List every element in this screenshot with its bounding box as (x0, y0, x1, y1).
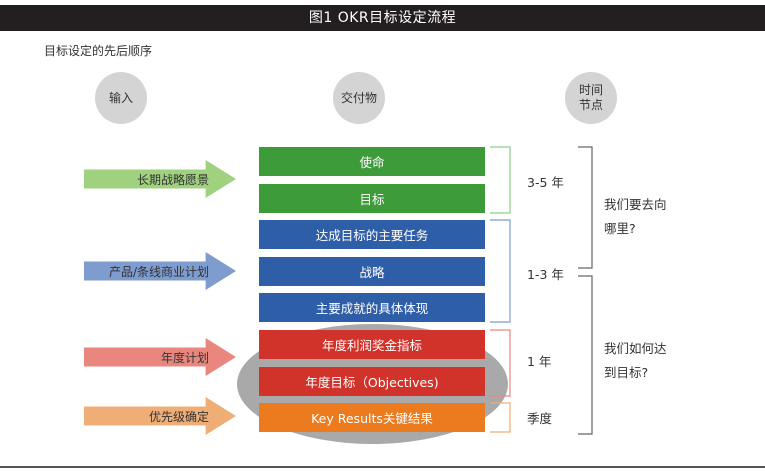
time-header-circle: 时间 节点 (565, 72, 617, 124)
input-header-circle: 输入 (95, 72, 147, 124)
deliverable-label: 使命 (359, 155, 385, 170)
deliverable-goal: 目标 (259, 184, 485, 213)
deliverable-label: 战略 (359, 265, 385, 280)
bracket-quarter (490, 402, 511, 433)
timeframe-1-year: 1 年 (527, 354, 552, 369)
timeframe-3-5-years: 3-5 年 (527, 175, 564, 190)
deliverable-achievements: 主要成就的具体体现 (259, 293, 485, 322)
question-line: 我们要去向 (604, 197, 667, 212)
bottom-divider (0, 466, 765, 468)
input-arrow-label: 年度计划 (160, 350, 209, 365)
deliverable-label: 达成目标的主要任务 (315, 228, 429, 243)
deliverable-label: 主要成就的具体体现 (315, 301, 429, 316)
diagram-subtitle: 目标设定的先后顺序 (44, 44, 153, 58)
input-arrow-label: 长期战略愿景 (136, 172, 209, 187)
deliverable-strategy: 战略 (259, 257, 485, 286)
timeframe-1-3-years: 1-3 年 (527, 267, 564, 282)
time-header-line2: 节点 (578, 98, 603, 112)
input-arrow-label: 产品/条线商业计划 (108, 264, 209, 279)
figure-title: 图1 OKR目标设定流程 (0, 5, 765, 31)
question-line: 到目标? (604, 365, 649, 380)
deliverable-label: 年度利润奖金指标 (321, 338, 422, 353)
time-header-line1: 时间 (578, 83, 603, 97)
bracket-3-5-years (490, 146, 511, 214)
deliverable-mission: 使命 (259, 147, 485, 176)
deliverable-main-tasks: 达成目标的主要任务 (259, 220, 485, 249)
bracket-where-to-go (578, 146, 593, 269)
question-line: 哪里? (604, 221, 636, 236)
deliverable-header-label: 交付物 (340, 90, 377, 105)
time-header-label: 时间 节点 (579, 83, 603, 113)
question-how-to-reach: 我们如何达 到目标? (604, 337, 667, 385)
deliverable-label: 目标 (359, 192, 385, 207)
question-where-to-go: 我们要去向 哪里? (604, 193, 667, 241)
deliverable-key-results: Key Results关键结果 (259, 403, 485, 432)
deliverable-label: 年度目标（Objectives) (305, 375, 439, 390)
deliverable-annual-objectives: 年度目标（Objectives) (259, 367, 485, 396)
bracket-1-3-years (490, 219, 511, 323)
timeframe-quarter: 季度 (527, 411, 553, 426)
input-header-label: 输入 (108, 90, 133, 105)
bracket-how-to-reach (578, 275, 593, 435)
deliverable-profit-bonus: 年度利润奖金指标 (259, 330, 485, 359)
deliverable-header-circle: 交付物 (333, 72, 385, 124)
bracket-1-year (490, 329, 511, 397)
input-arrow-label: 优先级确定 (148, 409, 209, 424)
question-line: 我们如何达 (604, 341, 667, 356)
deliverable-label: Key Results关键结果 (311, 411, 433, 426)
